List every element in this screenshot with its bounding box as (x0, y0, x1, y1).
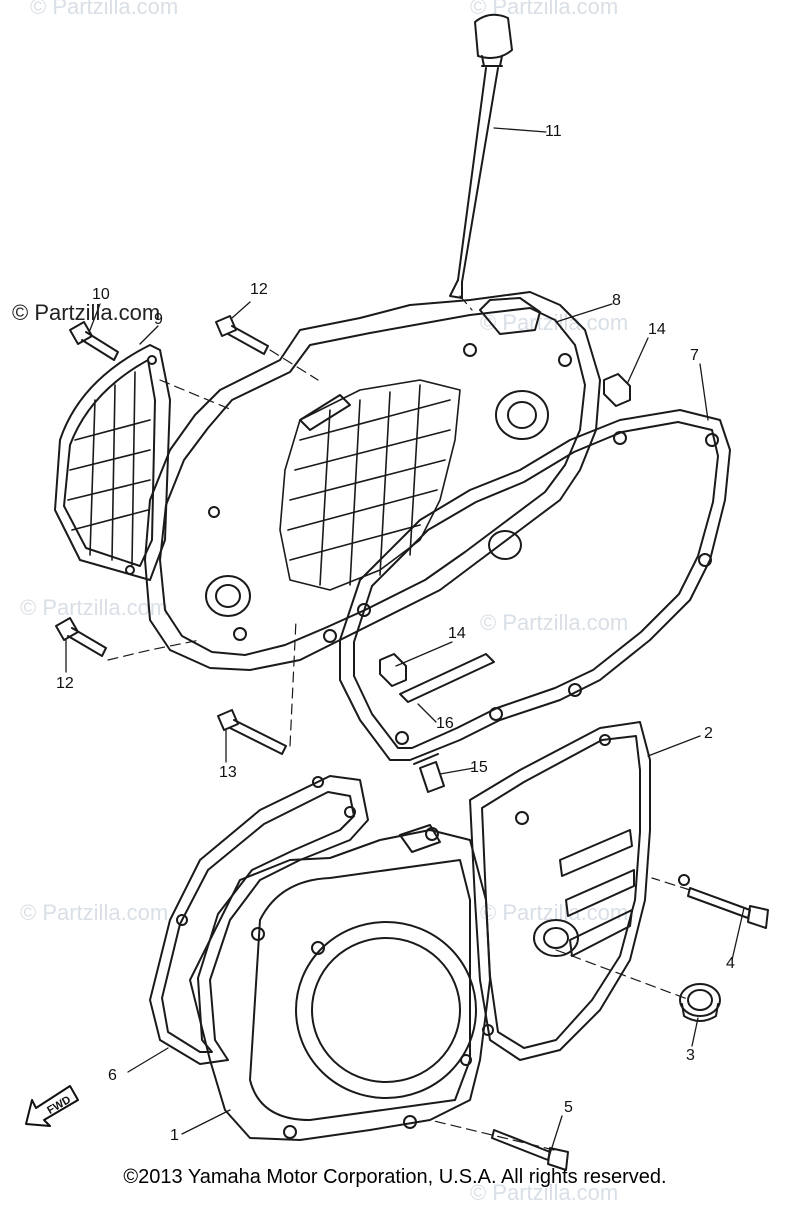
watermark: © Partzilla.com (480, 310, 629, 335)
callout-11: 11 (545, 123, 562, 140)
part-10-screw (69, 321, 119, 361)
part-14-dowel-b (379, 653, 407, 687)
part-15-fitting (413, 753, 445, 793)
callout-13: 13 (219, 764, 237, 781)
callout-1: 1 (170, 1127, 179, 1144)
part-11-dipstick (449, 13, 513, 299)
callout-4: 4 (726, 955, 735, 972)
part-12-screw-left (55, 617, 107, 657)
part-4-bolt (687, 887, 769, 929)
callout-12: 12 (56, 675, 74, 692)
watermark: © Partzilla.com (20, 900, 169, 925)
part-8-case-cover (144, 291, 601, 671)
callout-16: 16 (436, 715, 454, 732)
callout-5: 5 (564, 1099, 573, 1116)
callout-8: 8 (612, 292, 621, 309)
callout-3: 3 (686, 1047, 695, 1064)
watermark: © Partzilla.com (30, 0, 179, 19)
forward-arrow-icon: FWD (25, 1085, 79, 1127)
part-14-dowel (603, 373, 631, 407)
fwd-label: FWD (45, 1094, 73, 1117)
part-7-gasket (339, 409, 731, 761)
callout-15: 15 (470, 759, 488, 776)
brand-watermark: © Partzilla.com (12, 300, 161, 325)
callout-14: 14 (648, 321, 666, 338)
part-9-grille-cover (54, 344, 171, 581)
callout-14: 14 (448, 625, 466, 642)
part-13-screw (217, 709, 287, 755)
callout-12: 12 (250, 281, 268, 298)
part-5-bolt (491, 1129, 569, 1171)
watermark: © Partzilla.com (20, 595, 169, 620)
watermark: © Partzilla.com (480, 610, 629, 635)
part-3-plug (679, 983, 721, 1022)
callout-10: 10 (92, 286, 110, 303)
callout-6: 6 (108, 1067, 117, 1084)
callout-7: 7 (690, 347, 699, 364)
callout-2: 2 (704, 725, 713, 742)
part-6-gasket (149, 775, 369, 1065)
part-1-main-cover (189, 824, 491, 1141)
watermark: © Partzilla.com (470, 0, 619, 19)
part-2-cover (469, 721, 690, 1061)
callout-9: 9 (154, 311, 163, 328)
copyright-notice: ©2013 Yamaha Motor Corporation, U.S.A. A… (123, 1166, 667, 1188)
part-12-screw-top (215, 315, 269, 355)
part-16-pipe (399, 653, 495, 703)
